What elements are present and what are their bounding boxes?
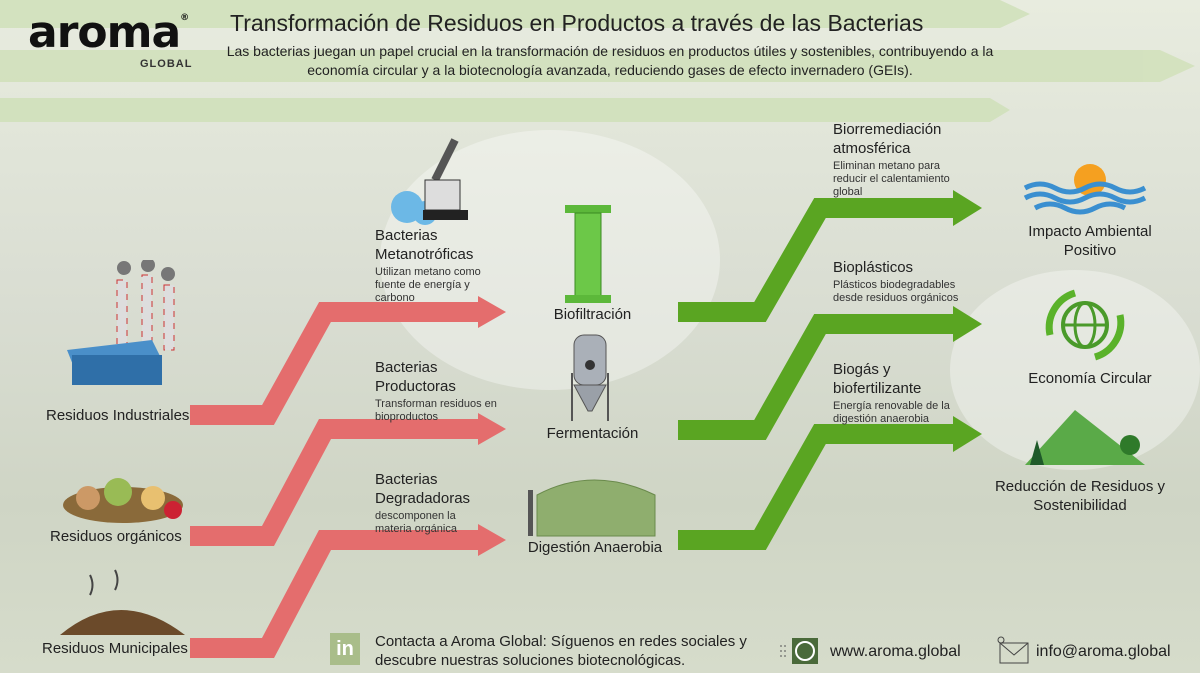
digester-icon — [528, 479, 656, 537]
process-biofiltracion: Biofiltración — [553, 306, 632, 323]
product-bioplasticos: Bioplásticos Plásticos biodegradables de… — [833, 258, 973, 305]
bacteria-title: Bacterias Metanotróficas — [375, 227, 474, 263]
source-industrial: Residuos Industriales — [46, 407, 190, 424]
landfill-icon — [60, 569, 185, 635]
bacteria-metanotroficas: Bacterias Metanotróficas Utilizan metano… — [375, 226, 495, 305]
arrow-bioremediation — [678, 198, 955, 322]
arrowhead — [478, 296, 506, 328]
bacteria-desc: Transforman residuos en bioproductos — [375, 398, 497, 423]
bacteria-degradadoras: Bacterias Degradadoras descomponen la ma… — [375, 470, 495, 536]
outcome-impacto: Impacto Ambiental Positivo — [1028, 223, 1152, 259]
bacteria-title: Bacterias Productoras — [375, 359, 456, 395]
header-arrows — [0, 0, 1195, 122]
product-desc: Plásticos biodegradables desde residuos … — [833, 279, 959, 304]
product-title: Bioplásticos — [833, 259, 914, 276]
organic-waste-icon — [63, 478, 183, 523]
product-desc: Energía renovable de la digestión anaero… — [833, 400, 950, 425]
mountain-trees-icon — [1025, 410, 1145, 465]
arrowhead — [478, 413, 506, 445]
fermenter-icon — [571, 334, 609, 421]
contact-text: Contacta a Aroma Global: Síguenos en red… — [375, 633, 747, 669]
arrowhead — [478, 524, 506, 556]
website-icon — [780, 638, 818, 664]
factory-icon — [67, 260, 175, 385]
arrow-organic — [190, 419, 480, 546]
logo-text: aroma — [28, 7, 181, 58]
arrow-industrial — [190, 302, 480, 425]
page-subtitle: Las bacterias juegan un papel crucial en… — [226, 43, 994, 78]
product-title: Biorremediación atmosférica — [833, 121, 942, 157]
bacteria-productoras: Bacterias Productoras Transforman residu… — [375, 358, 500, 424]
product-desc: Eliminan metano para reducir el calentam… — [833, 160, 950, 198]
microscope-icon — [391, 138, 468, 225]
page-title: Transformación de Residuos en Productos … — [230, 10, 924, 36]
product-biorremediacion: Biorremediación atmosférica Eliminan met… — [833, 120, 973, 199]
sea-sun-icon — [1023, 164, 1147, 215]
outcome-economia: Economía Circular — [1028, 370, 1152, 387]
arrowhead — [953, 306, 982, 342]
bacteria-desc: Utilizan metano como fuente de energía y… — [375, 266, 481, 304]
product-biogas: Biogás y biofertilizante Energía renovab… — [833, 360, 958, 426]
biofilter-icon — [565, 205, 611, 303]
email-link[interactable]: info@aroma.global — [1036, 643, 1171, 660]
email-icon — [997, 636, 1029, 664]
bacteria-title: Bacterias Degradadoras — [375, 471, 471, 507]
arrowhead — [953, 416, 982, 452]
product-title: Biogás y biofertilizante — [833, 361, 922, 397]
arrow-biogas — [678, 424, 955, 550]
bacteria-desc: descomponen la materia orgánica — [375, 510, 457, 535]
arrow-bioplastics — [678, 314, 955, 440]
arrowhead — [953, 190, 982, 226]
linkedin-icon[interactable]: in — [330, 633, 360, 665]
arrow-municipal — [190, 530, 480, 658]
website-link[interactable]: www.aroma.global — [830, 643, 961, 660]
outcome-reduccion: Reducción de Residuos y Sostenibilidad — [994, 478, 1166, 514]
registered-mark: ® — [180, 13, 189, 23]
process-digestion: Digestión Anaerobia — [527, 539, 663, 556]
process-fermentacion: Fermentación — [546, 425, 639, 442]
globe-recycle-icon — [1045, 289, 1125, 361]
source-municipal: Residuos Municipales — [42, 640, 188, 657]
source-organic: Residuos orgánicos — [50, 528, 182, 545]
logo: aroma® — [28, 11, 189, 55]
logo-subtitle: GLOBAL — [140, 58, 193, 70]
